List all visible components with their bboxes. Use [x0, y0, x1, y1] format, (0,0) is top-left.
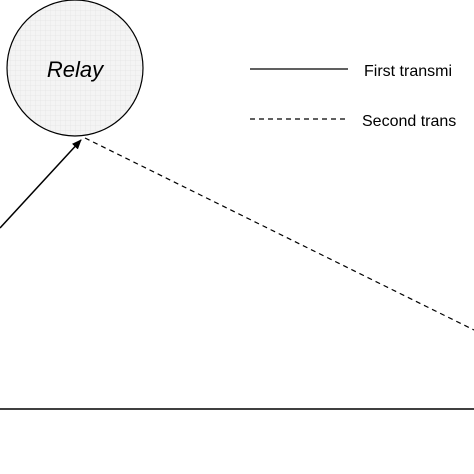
legend-first-label: First transmi — [364, 63, 452, 80]
second-transmission-line — [84, 137, 474, 331]
relay-node: Relay — [6, 0, 144, 137]
legend-second-label: Second trans — [362, 113, 456, 130]
legend: First transmi Second trans — [250, 63, 456, 130]
relay-label: Relay — [47, 57, 105, 82]
first-transmission-arrow — [0, 139, 82, 229]
relay-circle — [6, 0, 144, 137]
